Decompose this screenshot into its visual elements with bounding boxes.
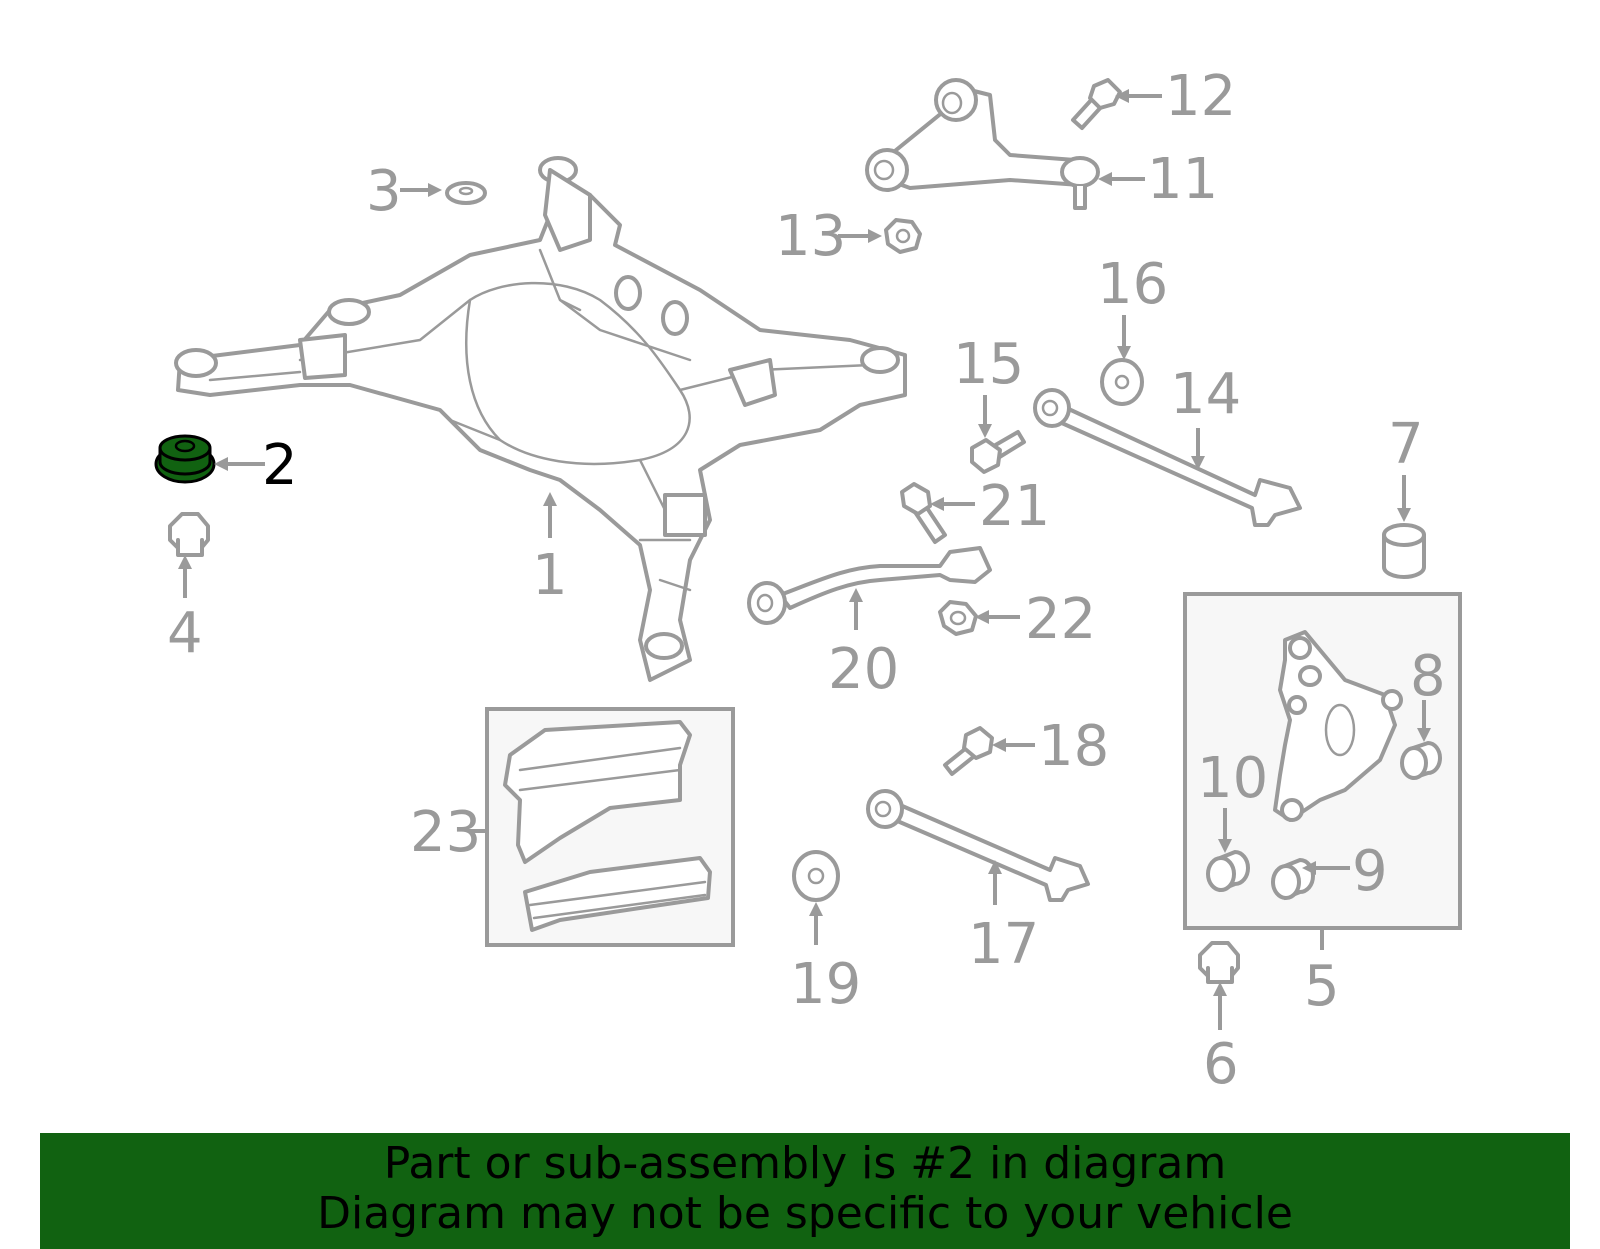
callout-15: 15 bbox=[953, 332, 1024, 397]
part-17-link[interactable] bbox=[866, 789, 1090, 902]
part-4-nut[interactable] bbox=[168, 512, 210, 557]
callout-7: 7 bbox=[1388, 412, 1424, 477]
part-23-reinforcement[interactable] bbox=[468, 707, 735, 947]
callout-11: 11 bbox=[1147, 147, 1218, 212]
callout-13: 13 bbox=[775, 204, 846, 269]
callout-12: 12 bbox=[1165, 64, 1236, 129]
callout-17: 17 bbox=[968, 912, 1039, 977]
callout-1: 1 bbox=[532, 543, 568, 608]
callout-10: 10 bbox=[1197, 746, 1268, 811]
part-14-lateral-link[interactable] bbox=[1033, 388, 1302, 527]
part-19-washer[interactable] bbox=[792, 850, 840, 902]
part-21-bolt[interactable] bbox=[900, 482, 947, 544]
part-11-upper-control-arm[interactable] bbox=[865, 78, 1100, 210]
callout-18: 18 bbox=[1038, 714, 1109, 779]
callout-6: 6 bbox=[1203, 1032, 1239, 1097]
part-3-washer[interactable] bbox=[445, 181, 487, 205]
banner-line-1: Part or sub-assembly is #2 in diagram bbox=[383, 1138, 1227, 1189]
part-18-bolt[interactable] bbox=[943, 726, 994, 776]
callout-labels: 1 2 3 4 5 6 7 8 9 10 11 12 13 14 15 16 1… bbox=[167, 64, 1446, 1097]
part-15-bolt[interactable] bbox=[970, 430, 1026, 474]
callout-20: 20 bbox=[828, 637, 899, 702]
callout-19: 19 bbox=[790, 952, 861, 1017]
callout-3: 3 bbox=[366, 159, 402, 224]
callout-5: 5 bbox=[1304, 954, 1340, 1019]
callout-14: 14 bbox=[1170, 362, 1241, 427]
part-20-toe-link[interactable] bbox=[747, 546, 992, 625]
callout-9: 9 bbox=[1352, 839, 1388, 904]
part-12-bolt[interactable] bbox=[1071, 78, 1122, 130]
part-13-nut[interactable] bbox=[884, 218, 922, 254]
part-6-nut[interactable] bbox=[1198, 941, 1240, 984]
part-16-washer[interactable] bbox=[1100, 358, 1144, 406]
part-2-subframe-mount[interactable] bbox=[154, 434, 216, 484]
callout-16: 16 bbox=[1097, 252, 1168, 317]
callout-8: 8 bbox=[1410, 644, 1446, 709]
callout-21: 21 bbox=[979, 474, 1050, 539]
part-22-nut[interactable] bbox=[938, 600, 978, 636]
callout-2: 2 bbox=[262, 433, 298, 498]
callout-arrows bbox=[178, 89, 1431, 1030]
callout-22: 22 bbox=[1025, 587, 1096, 652]
part-info-banner: Part or sub-assembly is #2 in diagram Di… bbox=[40, 1133, 1570, 1249]
part-1-subframe[interactable] bbox=[174, 156, 907, 682]
part-7-bushing[interactable] bbox=[1382, 523, 1426, 579]
part-5-knuckle-assembly[interactable] bbox=[1183, 592, 1462, 950]
parts-diagram: 1 2 3 4 5 6 7 8 9 10 11 12 13 14 15 16 1… bbox=[154, 64, 1462, 1097]
callout-4: 4 bbox=[167, 601, 203, 666]
banner-line-2: Diagram may not be specific to your vehi… bbox=[317, 1188, 1293, 1239]
callout-23: 23 bbox=[410, 800, 481, 865]
